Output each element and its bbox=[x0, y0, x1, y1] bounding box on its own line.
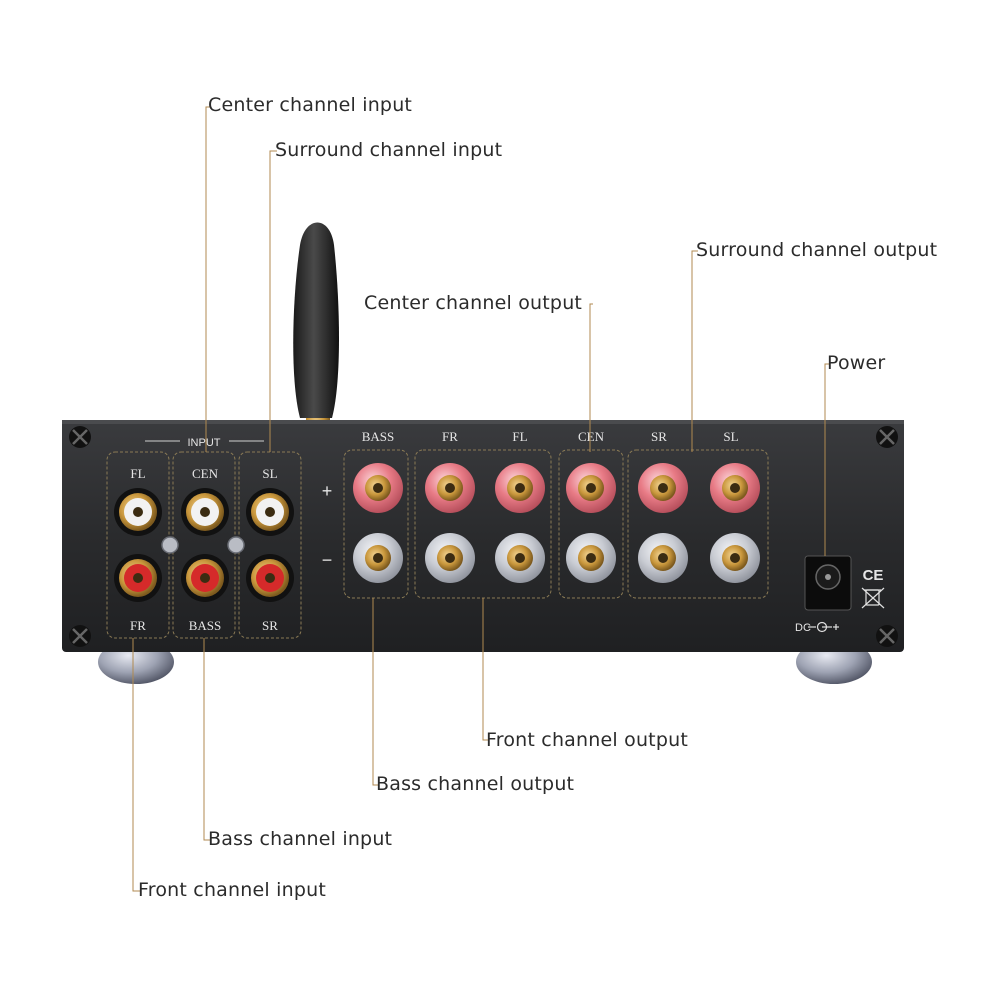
screw-icon bbox=[69, 625, 91, 647]
rca-jack-sr[interactable] bbox=[246, 554, 294, 602]
callout-surround-input: Surround channel input bbox=[275, 139, 503, 161]
callout-bass-input: Bass channel input bbox=[208, 828, 393, 850]
input-label-fl: FL bbox=[130, 466, 145, 481]
binding-post-fr-positive[interactable] bbox=[425, 463, 475, 513]
input-label-fr: FR bbox=[130, 618, 146, 633]
callout-center-output: Center channel output bbox=[364, 292, 583, 314]
minus-sign: − bbox=[322, 550, 333, 570]
ce-mark-icon: CE bbox=[863, 567, 884, 584]
input-header-label: INPUT bbox=[188, 437, 221, 449]
plus-sign: + bbox=[322, 481, 333, 501]
output-label-fl: FL bbox=[512, 429, 527, 444]
dc-polarity-icon bbox=[808, 621, 839, 633]
output-label-bass: BASS bbox=[362, 429, 395, 444]
dc-power-jack[interactable] bbox=[804, 555, 852, 611]
rca-jack-fr[interactable] bbox=[114, 554, 162, 602]
callout-surround-output: Surround channel output bbox=[696, 239, 938, 261]
input-label-bass: BASS bbox=[189, 618, 222, 633]
screw-icon bbox=[876, 625, 898, 647]
callout-center-input: Center channel input bbox=[208, 94, 413, 116]
callout-power: Power bbox=[827, 352, 886, 374]
rca-jack-bass[interactable] bbox=[181, 554, 229, 602]
input-label-cen: CEN bbox=[192, 466, 219, 481]
callout-front-input: Front channel input bbox=[138, 879, 326, 901]
binding-post-bass-positive[interactable] bbox=[353, 463, 403, 513]
binding-post-sr-positive[interactable] bbox=[638, 463, 688, 513]
output-label-cen: CEN bbox=[578, 429, 605, 444]
input-label-sl: SL bbox=[262, 466, 277, 481]
binding-post-cen-negative[interactable] bbox=[566, 533, 616, 583]
screw-icon bbox=[876, 426, 898, 448]
binding-post-fl-positive[interactable] bbox=[495, 463, 545, 513]
rca-jack-fl[interactable] bbox=[114, 488, 162, 536]
binding-post-fr-negative[interactable] bbox=[425, 533, 475, 583]
binding-post-sr-negative[interactable] bbox=[638, 533, 688, 583]
output-label-sr: SR bbox=[651, 429, 667, 444]
binding-post-fl-negative[interactable] bbox=[495, 533, 545, 583]
binding-post-sl-negative[interactable] bbox=[710, 533, 760, 583]
callout-bass-output: Bass channel output bbox=[376, 773, 575, 795]
dc-label: DC bbox=[795, 622, 811, 634]
binding-post-cen-positive[interactable] bbox=[566, 463, 616, 513]
binding-post-sl-positive[interactable] bbox=[710, 463, 760, 513]
binding-post-bass-negative[interactable] bbox=[353, 533, 403, 583]
output-label-fr: FR bbox=[442, 429, 458, 444]
rca-jack-cen[interactable] bbox=[181, 488, 229, 536]
mount-nut-icon bbox=[227, 536, 245, 554]
weee-bin-icon bbox=[861, 587, 885, 609]
screw-icon bbox=[69, 426, 91, 448]
callout-front-output: Front channel output bbox=[486, 729, 688, 751]
mount-nut-icon bbox=[161, 536, 179, 554]
output-label-sl: SL bbox=[723, 429, 738, 444]
rca-jack-sl[interactable] bbox=[246, 488, 294, 536]
leader-lines bbox=[132, 106, 829, 892]
input-label-sr: SR bbox=[262, 618, 278, 633]
